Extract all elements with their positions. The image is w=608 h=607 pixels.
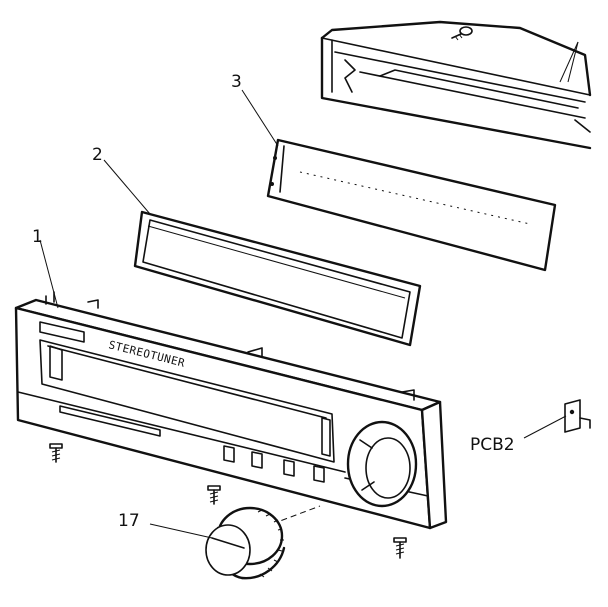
callout-part-2: 2 — [92, 145, 103, 165]
screw-right — [393, 537, 407, 559]
part-3-dial-scale — [266, 138, 557, 272]
callout-part-3: 3 — [231, 72, 242, 92]
part-1-front-panel — [14, 291, 448, 530]
callout-part-17: 17 — [118, 511, 140, 531]
chassis-screw — [451, 26, 473, 41]
part-2-window-glass — [133, 210, 422, 347]
pcb2-bracket — [564, 399, 591, 433]
screw-left — [49, 443, 63, 463]
part-17-knob — [205, 505, 321, 580]
rear-chassis — [320, 20, 592, 150]
callout-pcb2: PCB2 — [470, 435, 515, 455]
screw-middle — [207, 485, 221, 505]
callout-part-1: 1 — [32, 227, 43, 247]
leader-lines — [39, 41, 579, 539]
